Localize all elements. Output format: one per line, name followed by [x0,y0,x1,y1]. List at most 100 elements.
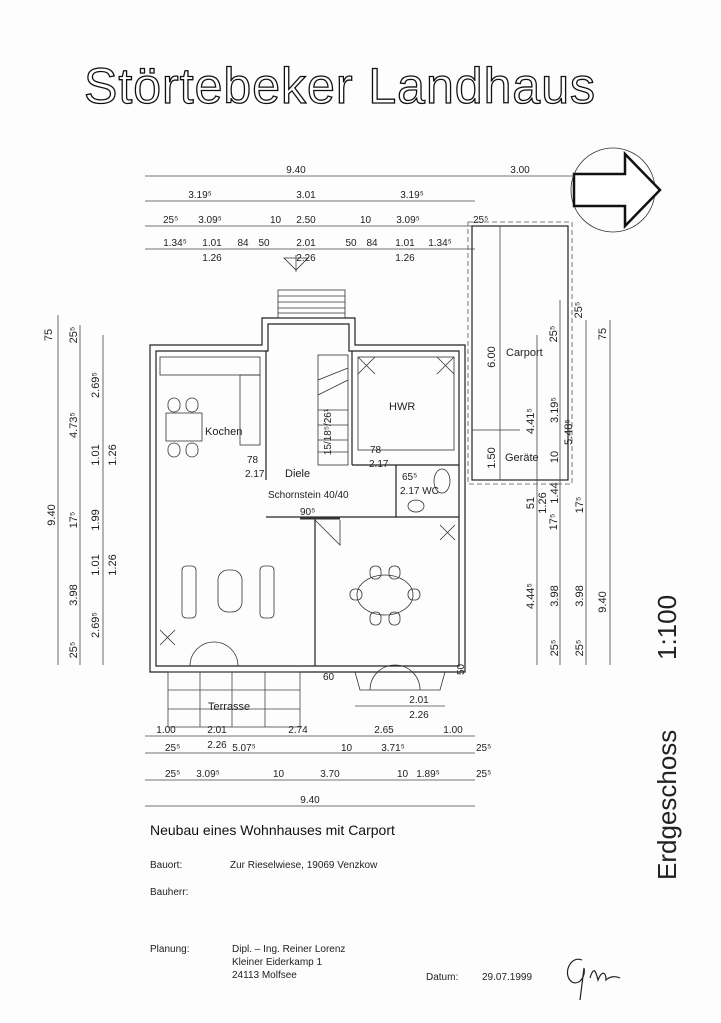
dim-label: 3.71⁵ [381,743,405,754]
round-dining-table [356,574,414,616]
floor-label: Erdgeschoss [652,730,682,880]
room-label-geraete: Geräte [505,452,539,464]
chimney-label: Schornstein 40/40 [268,490,349,501]
dim-label: 1.99 [90,509,102,530]
bauort-value: Zur Rieselwiese, 19069 Venzkow [230,860,378,871]
staircase [317,354,349,466]
north-arrow-icon [570,147,662,233]
bauort-label: Bauort: [150,860,182,871]
dim-label: 50 [456,663,467,675]
room-label-carport: Carport [506,347,543,359]
dim-label: 10 [549,451,561,463]
stair-label: 15/18⁵/26¹ [323,408,334,455]
room-label-kochen: Kochen [205,426,242,438]
dim-label: 1.26 [202,253,222,264]
dim-label: 25⁵ [548,326,560,343]
dim-label: 10 [273,769,285,780]
door-height: 2.17 [245,469,265,480]
datum-label: Datum: [426,972,458,983]
toilet [433,468,451,494]
dim-label: 1.01 [395,238,415,249]
dim-label: 4.44⁵ [525,583,537,609]
left-dimensions [57,315,104,665]
bottom-dimensions [145,735,475,807]
planung-line: 24113 Molfsee [232,970,297,981]
dim-label: 9.40 [286,165,306,176]
dim-label: 2.26 [409,710,429,721]
dim-label: 2.74 [288,725,308,736]
dim-label: 25⁵ [573,302,585,319]
dim-label: 3.19⁵ [188,190,212,201]
dim-label: 1.00 [443,725,463,736]
room-label-terrasse: Terrasse [208,701,250,713]
dim-label: 9.40 [46,504,58,525]
dim-label: 1.01 [202,238,222,249]
sofa [259,565,275,619]
dining-table [165,412,203,442]
dim-label: 6.00 [486,346,498,367]
dim-label: 1.26 [537,492,549,513]
dim-label: 25⁵ [163,215,178,226]
planung-label: Planung: [150,944,189,955]
datum-value: 29.07.1999 [482,972,532,983]
dim-label: 2.65 [374,725,394,736]
dim-label: 3.98 [549,585,561,606]
terrace-door [189,641,239,667]
dim-label: 3.09⁵ [196,769,220,780]
dim-label: 25⁵ [574,640,586,657]
carport [467,221,573,485]
dim-label: 3.19⁵ [549,397,561,423]
dim-label: 10 [360,215,372,226]
terrace [167,671,301,728]
dim-label: 3.09⁵ [396,215,420,226]
sheet-title: Störtebeker Landhaus [84,58,596,114]
kitchen-counter [159,356,261,376]
dim-label: 10 [341,743,353,754]
dim-label: 3.01 [296,190,316,201]
dim-label: 1.26 [107,444,119,465]
dim-label: 25⁵ [476,769,491,780]
dim-label: 1.89⁵ [416,769,440,780]
dim-label: 25⁵ [165,769,180,780]
planung-line: Kleiner Eiderkamp 1 [232,957,322,968]
dim-label: 50 [345,238,357,249]
dim-label: 4.41⁵ [525,408,537,434]
dim-label: 75 [597,328,609,340]
dim-label: 1.01 [90,554,102,575]
dim-label: 17⁵ [68,512,80,529]
dim-label: 3.98 [574,585,586,606]
entry-steps [277,289,346,319]
kitchen-stove [239,374,261,446]
dim-label: 3.70 [320,769,340,780]
dim-label: 3.98 [68,584,80,605]
dim-label: 2.26 [207,740,227,751]
room-label-diele: Diele [285,468,310,480]
dim-label: 60 [323,672,335,683]
sink [407,499,425,513]
dim-label: 1.34⁵ [428,238,452,249]
dim-label: 1.50 [486,447,498,468]
dim-label: 3.09⁵ [198,215,222,226]
dim-label: 1.34⁵ [163,238,187,249]
dim-label: 9.40 [300,795,320,806]
door-width: 65⁵ [402,472,417,483]
right-dimensions [536,300,611,665]
room-label-hwr: HWR [389,401,415,413]
dim-label: 25⁵ [549,640,561,657]
dim-label: 2.69⁵ [90,612,102,638]
dim-label: 1.44 [549,482,561,503]
dim-label: 3.19⁵ [400,190,424,201]
dim-label: 1.01 [90,444,102,465]
house-walls [149,289,466,728]
planung-line: Dipl. – Ing. Reiner Lorenz [232,944,345,955]
dim-label: 2.01 [409,695,429,706]
dim-label: 1.00 [156,725,176,736]
dim-label: 10 [270,215,282,226]
dim-label: 25⁵ [165,743,180,754]
sofa [181,565,197,619]
door-height: 2.17 [369,459,389,470]
top-dimensions [145,175,575,272]
dim-label: 2.26 [296,253,316,264]
dim-label: 3.00 [510,165,530,176]
